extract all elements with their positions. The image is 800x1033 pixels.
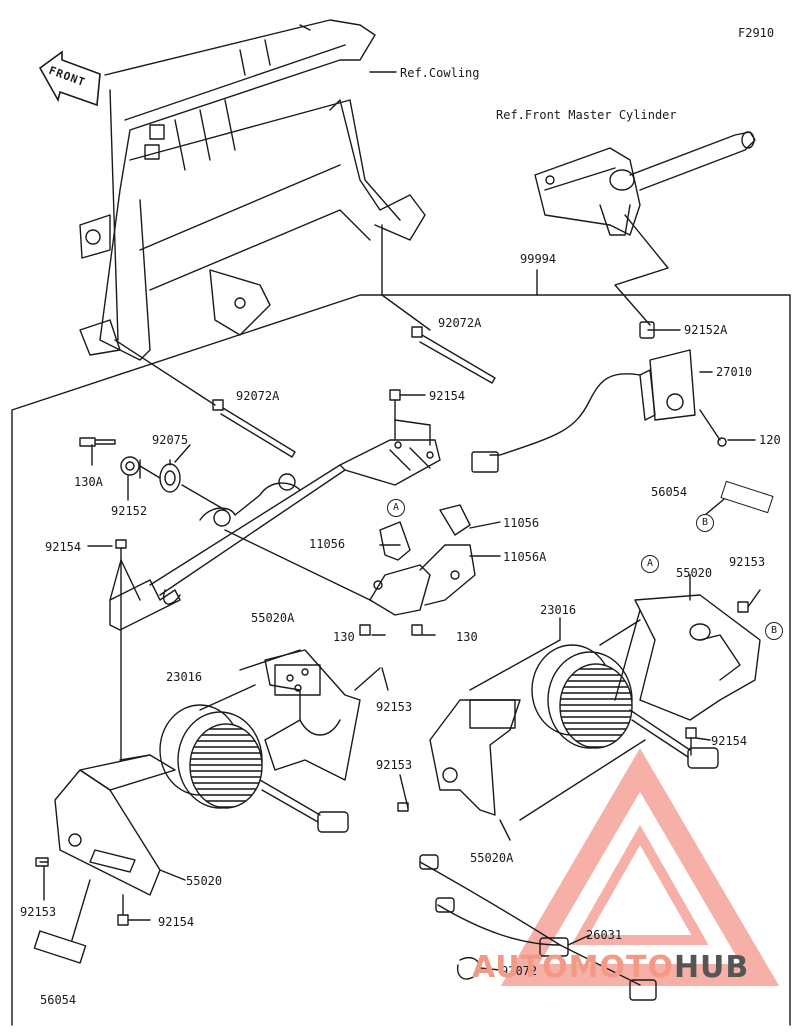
part-label-55020A: 55020A xyxy=(251,611,295,625)
panel-border xyxy=(11,294,791,1026)
part-label-92075: 92075 xyxy=(152,433,189,447)
part-label-92154: 92154 xyxy=(45,540,82,554)
part-label-11056: 11056 xyxy=(309,537,346,551)
part-label-92072: 92072 xyxy=(501,964,538,978)
bracket-55020A-left xyxy=(264,649,361,781)
part-label-92152: 92152 xyxy=(111,504,148,518)
ref-cowling: Ref.Cowling xyxy=(400,66,480,80)
decal-56054-left xyxy=(33,930,87,964)
lamp-23016-right xyxy=(531,644,719,769)
part-label-23016: 23016 xyxy=(540,603,577,617)
hardware-small xyxy=(79,389,401,761)
part-label-92072A: 92072A xyxy=(438,316,482,330)
part-label-92153: 92153 xyxy=(376,758,413,772)
light-bracket-bar xyxy=(109,439,441,631)
tie-92072A-upper xyxy=(411,326,496,384)
part-label-27010: 27010 xyxy=(716,365,753,379)
part-label-120: 120 xyxy=(759,433,781,447)
part-label-92072A: 92072A xyxy=(236,389,280,403)
part-label-56054: 56054 xyxy=(40,993,77,1007)
ref-circle-a: A xyxy=(641,555,659,573)
part-label-92154: 92154 xyxy=(429,389,466,403)
part-label-92154: 92154 xyxy=(158,915,195,929)
part-label-26031: 26031 xyxy=(586,928,623,942)
part-label-92154: 92154 xyxy=(711,734,748,748)
ref-circle-a: A xyxy=(387,499,405,517)
watermark-text: AUTOMOTOHUB xyxy=(472,950,750,985)
part-label-11056: 11056 xyxy=(503,516,540,530)
watermark-logo xyxy=(500,748,780,986)
harness-26031 xyxy=(419,854,657,1001)
part-label-92153: 92153 xyxy=(729,555,766,569)
housing-55020-left xyxy=(54,754,176,896)
switch-27010 xyxy=(471,321,727,473)
ref-master-cylinder: Ref.Front Master Cylinder xyxy=(496,108,677,122)
leader-master xyxy=(614,214,669,326)
part-label-11056A: 11056A xyxy=(503,550,547,564)
figure-code: F2910 xyxy=(738,26,775,40)
part-label-55020: 55020 xyxy=(186,874,223,888)
part-label-92152A: 92152A xyxy=(684,323,728,337)
master-cylinder xyxy=(534,131,756,236)
frame-assembly xyxy=(79,19,426,361)
tie-92072A-lower xyxy=(212,399,296,458)
part-label-55020A: 55020A xyxy=(470,851,514,865)
part-label-130A: 130A xyxy=(74,475,103,489)
bracket-55020A-right xyxy=(429,699,521,816)
part-label-55020: 55020 xyxy=(676,566,713,580)
ref-circle-b: B xyxy=(765,622,783,640)
part-label-92153: 92153 xyxy=(20,905,57,919)
ref-circle-b: B xyxy=(696,514,714,532)
housing-55020-right xyxy=(634,594,761,721)
part-label-99994: 99994 xyxy=(520,252,557,266)
part-label-56054: 56054 xyxy=(651,485,688,499)
front-arrow-icon xyxy=(38,50,101,107)
lamp-23016-left xyxy=(159,704,349,833)
part-label-130: 130 xyxy=(333,630,355,644)
clamps-11056 xyxy=(369,504,476,616)
part-label-92153: 92153 xyxy=(376,700,413,714)
part-label-130: 130 xyxy=(456,630,478,644)
part-label-23016: 23016 xyxy=(166,670,203,684)
